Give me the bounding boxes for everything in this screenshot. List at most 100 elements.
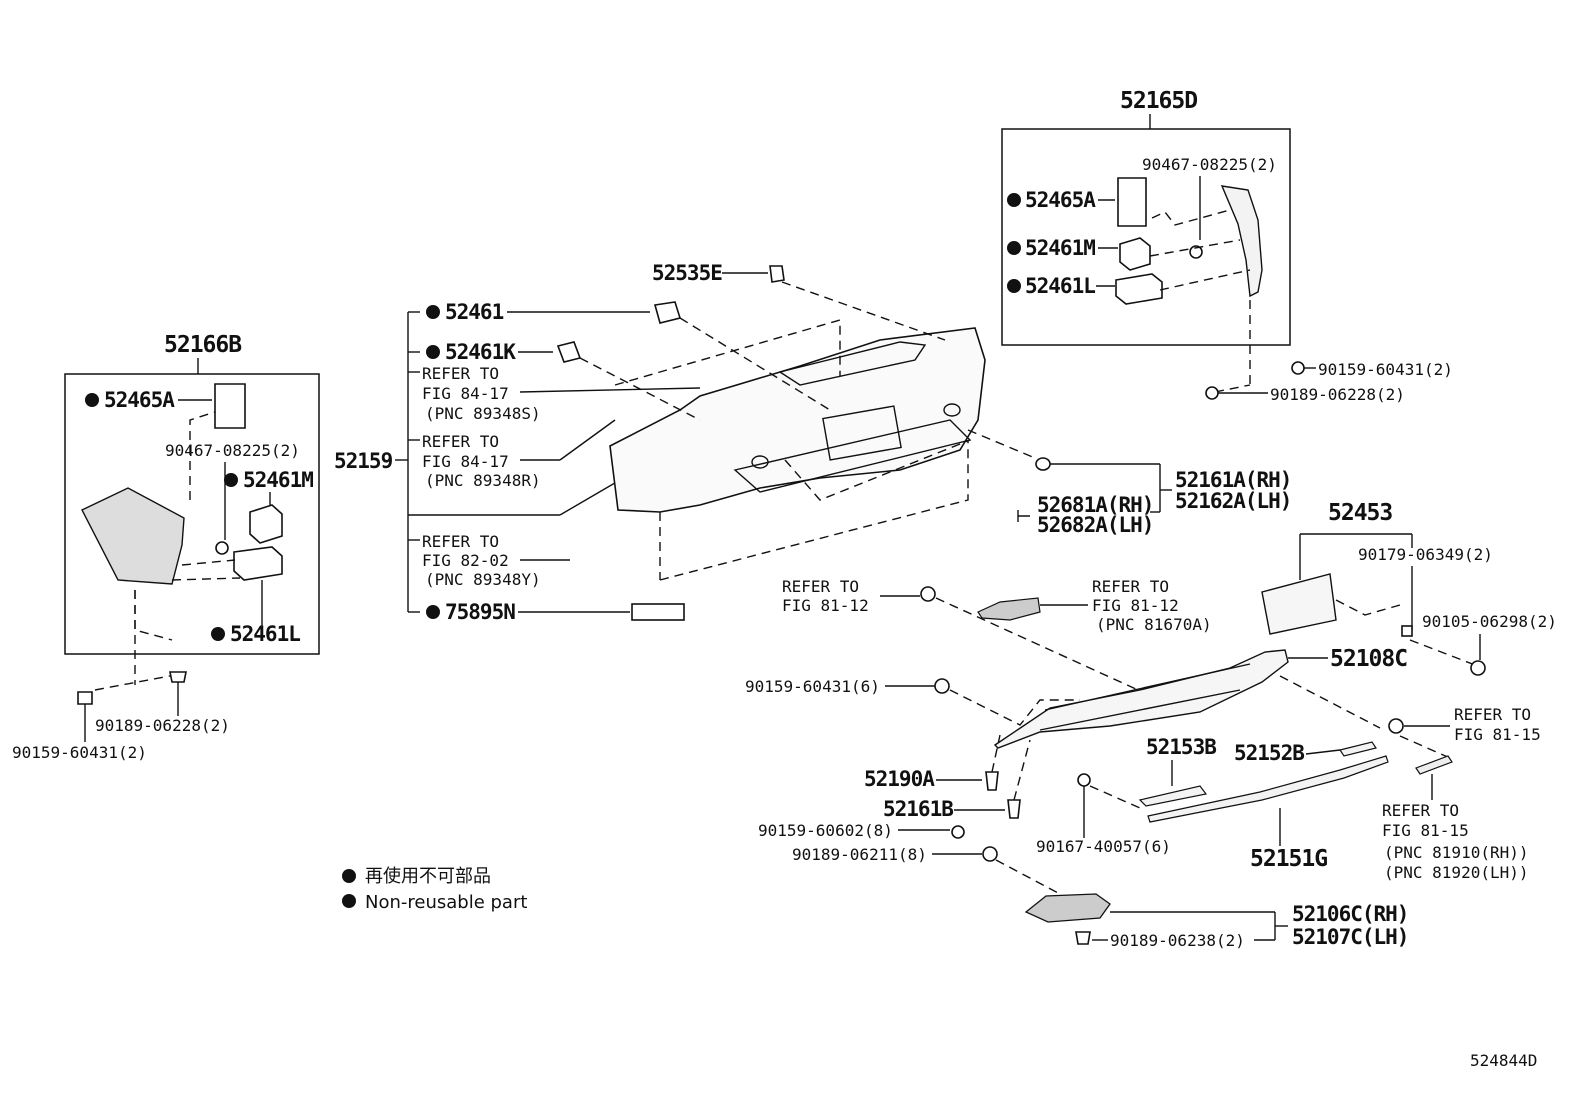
part-52535E-label[interactable]: 52535E <box>652 261 723 285</box>
part-52682A-label[interactable]: 52682A(LH) <box>1037 513 1154 537</box>
right-52461L-label[interactable]: 52461L <box>1025 274 1096 298</box>
left-52461M-pad-shape <box>249 504 283 544</box>
right-90189-label[interactable]: 90189-06228(2) <box>1270 385 1405 404</box>
right-52461L-pad-shape <box>1115 273 1163 305</box>
part-52153B-label[interactable]: 52153B <box>1146 735 1217 759</box>
ref-81-12-line1[interactable]: REFER TO <box>782 577 859 596</box>
part-52161A-label[interactable]: 52161A(RH) <box>1175 468 1292 492</box>
tape-75895N-shape <box>631 603 685 621</box>
ref-81-12-b-line3: (PNC 81670A) <box>1096 615 1212 634</box>
ref-84-17-s-line2[interactable]: FIG 84-17 <box>422 384 509 403</box>
legend-en: Non-reusable part <box>365 892 527 913</box>
pad-52461-shape <box>653 301 682 324</box>
molding-52152B-shape <box>1339 741 1377 757</box>
right-group-title[interactable]: 52165D <box>1120 88 1198 114</box>
ref-81-12-b-line2[interactable]: FIG 81-12 <box>1092 596 1179 615</box>
part-90167-label[interactable]: 90167-40057(6) <box>1036 837 1171 856</box>
ref-84-17-r-line1[interactable]: REFER TO <box>422 432 499 451</box>
part-52152B-label[interactable]: 52152B <box>1234 741 1305 765</box>
left-90467-label[interactable]: 90467-08225(2) <box>165 441 300 460</box>
right-52461M-pad-shape <box>1119 237 1151 271</box>
right-90159-label[interactable]: 90159-60431(2) <box>1318 360 1453 379</box>
legend-marker <box>342 869 356 883</box>
ref-81-12-b-line1[interactable]: REFER TO <box>1092 577 1169 596</box>
fastener-52161B-shape <box>1007 799 1021 819</box>
left-52461L-pad-shape <box>233 546 283 581</box>
part-52681A-label[interactable]: 52681A(RH) <box>1037 493 1154 517</box>
part-90189-06238-label[interactable]: 90189-06238(2) <box>1110 931 1245 950</box>
ref-82-02-line1[interactable]: REFER TO <box>422 532 499 551</box>
part-52151G-label[interactable]: 52151G <box>1250 846 1328 872</box>
right-clip-shape <box>1189 245 1203 259</box>
part-90159-60602-label[interactable]: 90159-60602(8) <box>758 821 893 840</box>
left-clip-90189-shape <box>169 671 187 683</box>
non-reusable-marker <box>426 305 440 319</box>
non-reusable-marker <box>85 393 99 407</box>
non-reusable-marker <box>224 473 238 487</box>
part-90189-06211-label[interactable]: 90189-06211(8) <box>792 845 927 864</box>
left-clip-shape <box>215 541 229 555</box>
right-bolt-90159-shape <box>1291 361 1305 375</box>
bolt-90159-60602-shape <box>951 825 965 839</box>
cap-52161A-shape <box>1035 457 1051 471</box>
right-52465A-label[interactable]: 52465A <box>1025 188 1097 212</box>
ref-82-02-line2[interactable]: FIG 82-02 <box>422 551 509 570</box>
part-52190A-label[interactable]: 52190A <box>864 767 936 791</box>
ref-81-15-b-line2[interactable]: FIG 81-15 <box>1382 821 1469 840</box>
left-52461M-label[interactable]: 52461M <box>243 468 314 492</box>
non-reusable-marker <box>426 345 440 359</box>
left-52465A-label[interactable]: 52465A <box>104 388 176 412</box>
ref-81-15-a-line2[interactable]: FIG 81-15 <box>1454 725 1541 744</box>
right-52461M-label[interactable]: 52461M <box>1025 236 1096 260</box>
rear-bumper-cover-shape <box>609 327 986 513</box>
rear-bumper-lower-52108C-shape <box>993 649 1289 749</box>
pad-52461K-label[interactable]: 52461K <box>445 340 517 364</box>
clip-ref-81-12-shape <box>920 586 936 602</box>
ref-81-15-a-line1[interactable]: REFER TO <box>1454 705 1531 724</box>
part-52161B-label[interactable]: 52161B <box>883 797 954 821</box>
ref-81-15-b-line3: (PNC 81910(RH)) <box>1384 843 1529 862</box>
non-reusable-marker <box>1007 193 1021 207</box>
left-52465A-tape-shape <box>214 383 246 429</box>
non-reusable-marker <box>426 605 440 619</box>
part-90159-60431-6-label[interactable]: 90159-60431(6) <box>745 677 880 696</box>
part-52453-label[interactable]: 52453 <box>1328 500 1393 526</box>
license-lamp-shape <box>977 597 1041 621</box>
right-90467-label[interactable]: 90467-08225(2) <box>1142 155 1277 174</box>
ref-84-17-s-line1[interactable]: REFER TO <box>422 364 499 383</box>
nut-90189-06211-shape <box>982 846 998 862</box>
left-52461L-label[interactable]: 52461L <box>230 622 301 646</box>
right-52465A-tape-shape <box>1117 177 1147 227</box>
ref-81-15-b-line1[interactable]: REFER TO <box>1382 801 1459 820</box>
part-90179-label[interactable]: 90179-06349(2) <box>1358 545 1493 564</box>
screw-90167-shape <box>1077 773 1091 787</box>
ref-81-15-b-line4: (PNC 81920(LH)) <box>1384 863 1529 882</box>
right-clip-90189-shape <box>1205 386 1219 400</box>
diagram-id: 524844D <box>1470 1051 1537 1070</box>
non-reusable-marker <box>211 627 225 641</box>
bolt-90159-6-shape <box>934 678 950 694</box>
part-52107C-label[interactable]: 52107C(LH) <box>1292 925 1409 949</box>
reflector-shape <box>1415 755 1453 775</box>
ref-84-17-s-line3: (PNC 89348S) <box>425 404 541 423</box>
bumper-52159-label[interactable]: 52159 <box>334 449 394 473</box>
clip-ref-81-15-shape <box>1388 718 1404 734</box>
left-90189-label[interactable]: 90189-06228(2) <box>95 716 230 735</box>
left-group-title[interactable]: 52166B <box>164 332 243 358</box>
left-90159-label[interactable]: 90159-60431(2) <box>12 743 147 762</box>
ref-84-17-r-line2[interactable]: FIG 84-17 <box>422 452 509 471</box>
left-group-box <box>64 373 320 655</box>
part-90105-label[interactable]: 90105-06298(2) <box>1422 612 1557 631</box>
legend-ja: 再使用不可部品 <box>365 866 491 887</box>
ref-82-02-line3: (PNC 89348Y) <box>425 570 541 589</box>
non-reusable-marker <box>1007 279 1021 293</box>
ref-81-12-line2[interactable]: FIG 81-12 <box>782 596 869 615</box>
tape-75895N-label[interactable]: 75895N <box>445 600 516 624</box>
part-52108C-label[interactable]: 52108C <box>1330 646 1408 672</box>
part-52162A-label[interactable]: 52162A(LH) <box>1175 489 1292 513</box>
part-52106C-label[interactable]: 52106C(RH) <box>1292 902 1409 926</box>
molding-52151G-shape <box>1147 755 1389 823</box>
license-plate-recess-shape <box>822 405 902 461</box>
pad-52461-label[interactable]: 52461 <box>445 300 505 324</box>
